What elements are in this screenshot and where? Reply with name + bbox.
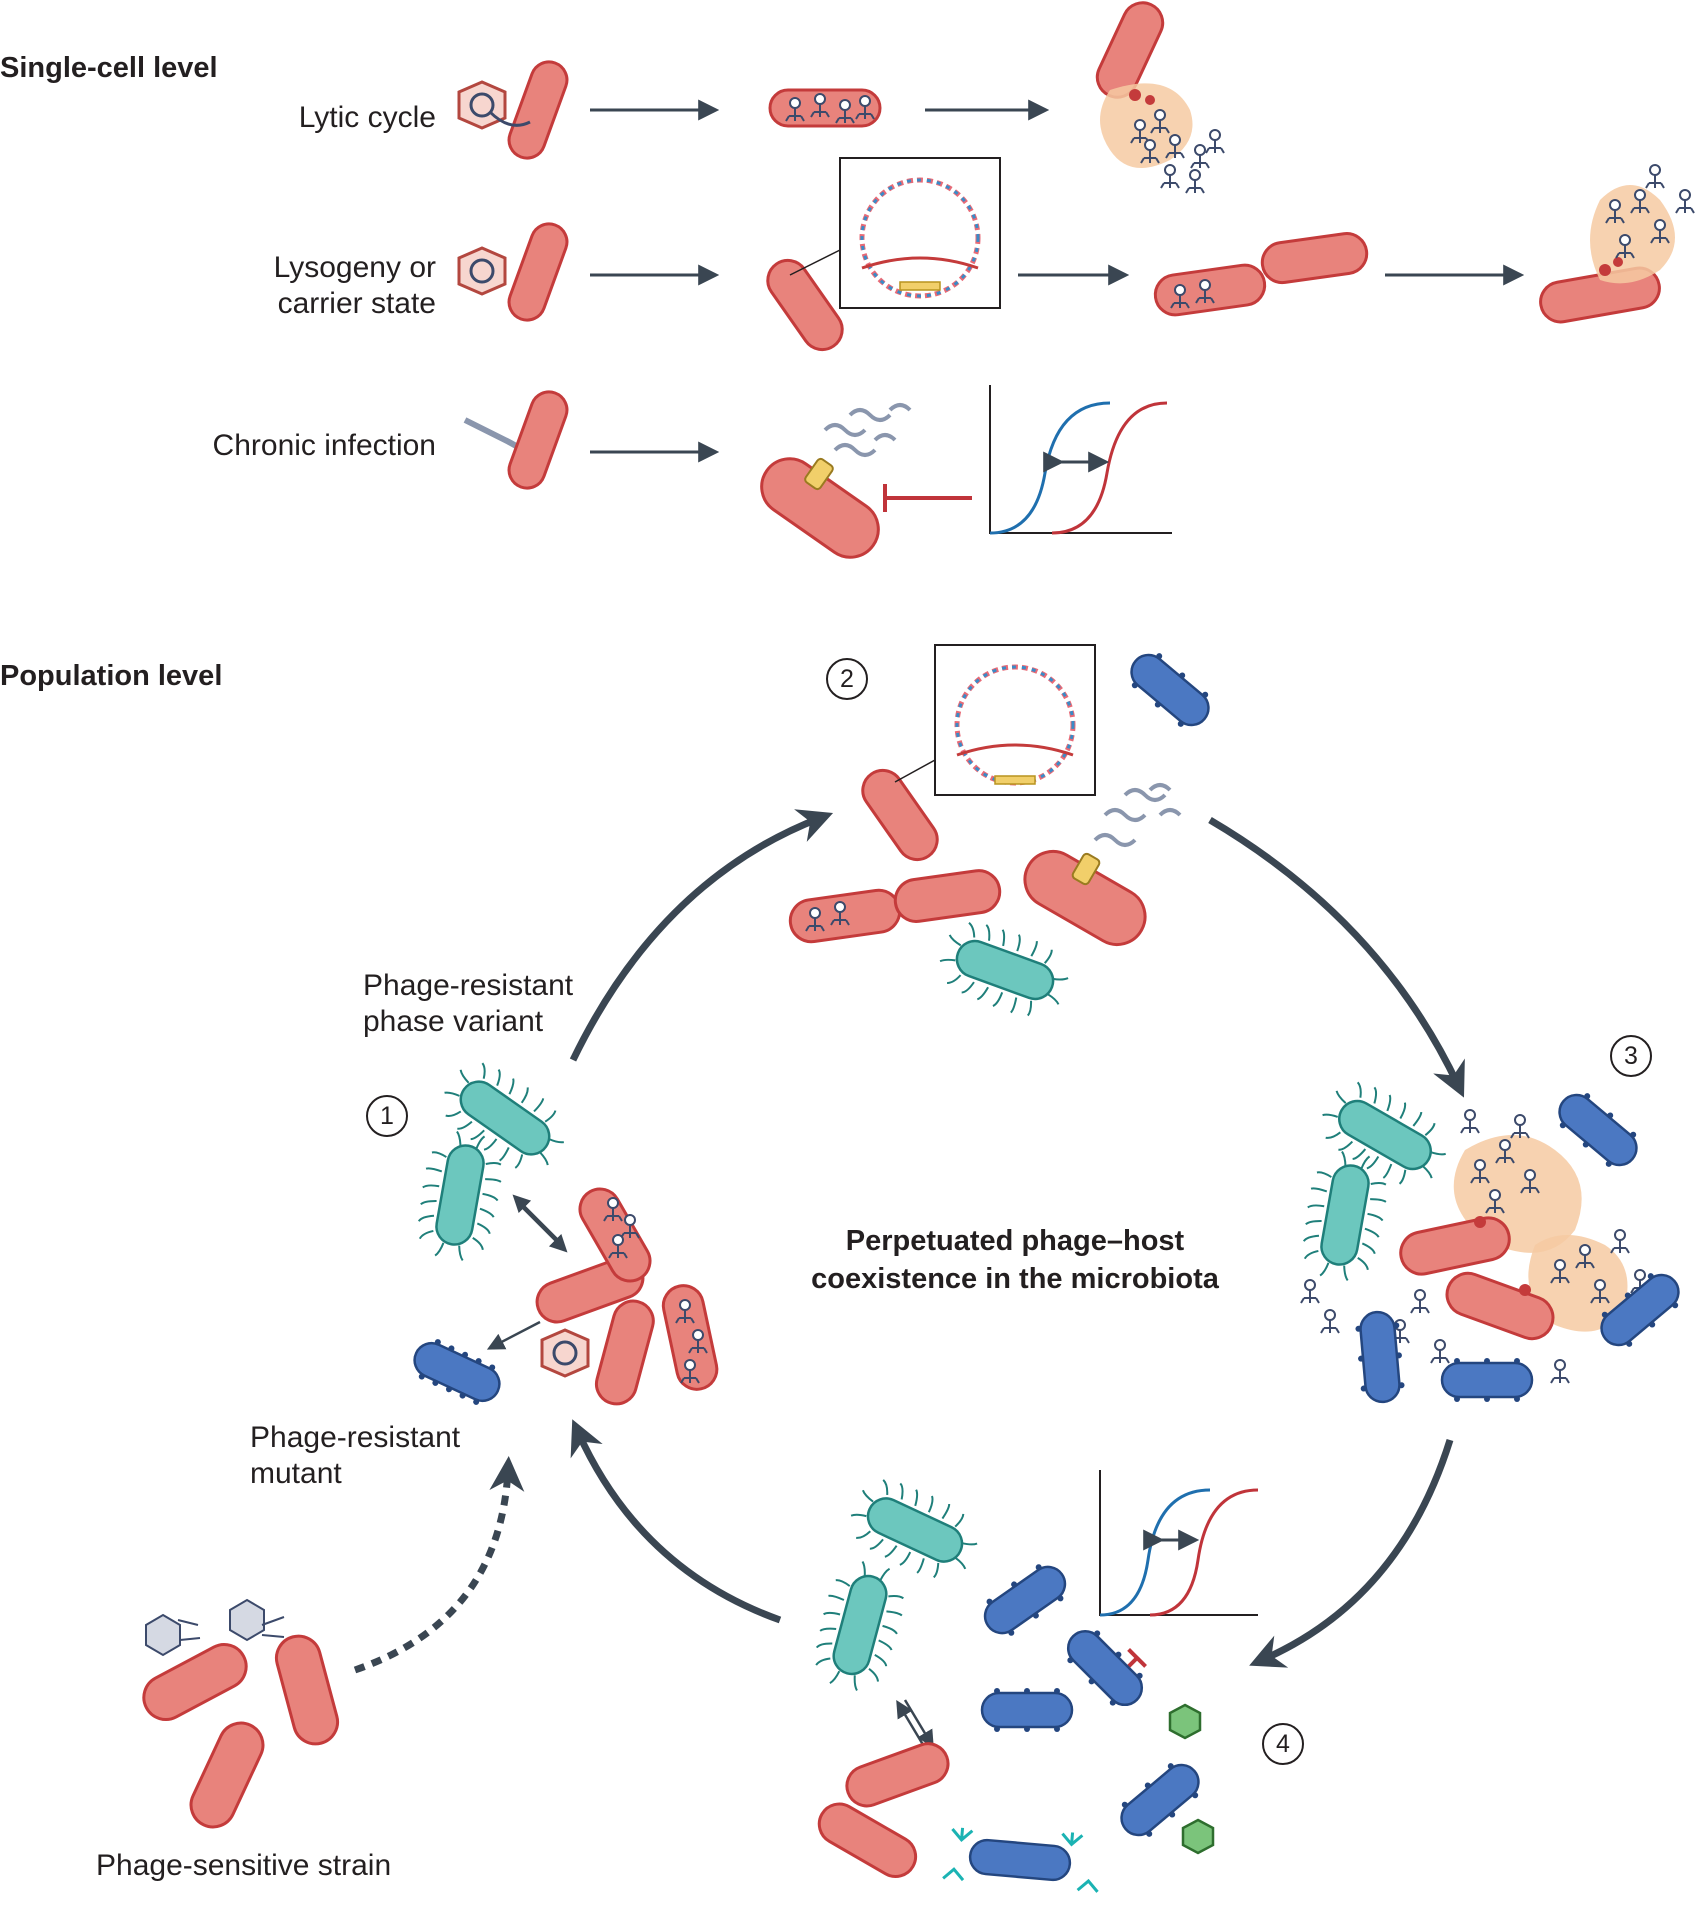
label-phase-variant: Phage-resistant phase variant — [363, 968, 573, 1040]
growth-curve-shift — [989, 385, 1172, 535]
chronically-infected-cell — [760, 403, 912, 559]
chronic-row — [463, 385, 1172, 559]
stage2-cluster — [788, 644, 1210, 1028]
heading-single-cell: Single-cell level — [0, 52, 218, 84]
stage4-cluster — [805, 1467, 1259, 1893]
growth-curve-shift-2 — [1099, 1470, 1259, 1617]
label-chronic-infection: Chronic infection — [212, 429, 436, 462]
label-lysogeny-line1: Lysogeny or — [273, 251, 436, 284]
lytic-row — [457, 1, 1225, 194]
step-4-badge: 4 — [1262, 1723, 1304, 1765]
step-3-badge: 3 — [1610, 1035, 1652, 1077]
label-resistant-mutant-line1: Phage-resistant — [250, 1421, 461, 1454]
center-caption: Perpetuated phage–host coexistence in th… — [780, 1222, 1250, 1298]
step-2-badge: 2 — [826, 658, 868, 700]
phage-infecting-cell — [457, 60, 569, 160]
prophage-inset — [789, 157, 1001, 309]
center-caption-line2: coexistence in the microbiota — [811, 1263, 1219, 1295]
label-lysogeny-line2: carrier state — [277, 287, 436, 320]
inhibition-symbol — [883, 484, 972, 512]
label-sensitive-strain: Phage-sensitive strain — [96, 1849, 392, 1882]
label-resistant-mutant: Phage-resistant mutant — [250, 1420, 460, 1492]
lysing-cell — [1095, 1, 1225, 194]
prophage-cell — [766, 258, 844, 352]
stage3-cluster — [1295, 1069, 1680, 1404]
induced-lysis — [1539, 164, 1695, 324]
lysogeny-row — [457, 157, 1695, 352]
phage-infecting-cell-2 — [457, 222, 569, 322]
label-phase-variant-line1: Phage-resistant — [363, 969, 574, 1002]
center-caption-line1: Perpetuated phage–host — [845, 1225, 1185, 1257]
dividing-cell — [1153, 232, 1369, 317]
heading-population: Population level — [0, 660, 223, 692]
sensitive-strain-cluster — [142, 1598, 340, 1829]
label-phase-variant-line2: phase variant — [363, 1005, 544, 1038]
label-lysogeny: Lysogeny or carrier state — [230, 250, 436, 322]
stage1-cluster — [410, 1049, 719, 1406]
step-1-badge: 1 — [366, 1095, 408, 1137]
label-resistant-mutant-line2: mutant — [250, 1457, 342, 1490]
cell-replicating-phage — [768, 88, 882, 128]
cycle-arrows — [353, 809, 1465, 1674]
label-lytic-cycle: Lytic cycle — [298, 101, 436, 134]
